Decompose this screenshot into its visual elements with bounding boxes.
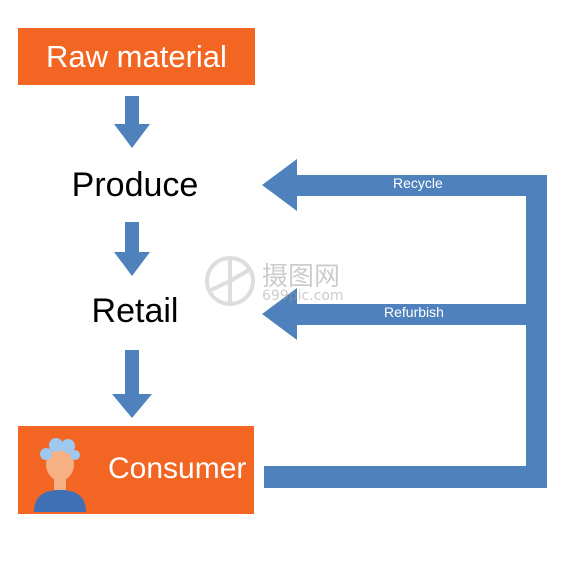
watermark-logo-icon: [205, 256, 255, 306]
refurbish-label: Refurbish: [384, 304, 444, 320]
watermark-brand: 摄图网: [262, 262, 341, 292]
raw-material-box: Raw material: [18, 28, 255, 85]
consumer-label: Consumer: [108, 452, 247, 485]
watermark-site: 699pic.com: [262, 288, 344, 304]
arrow-retail-to-consumer: [112, 350, 152, 418]
consumer-avatar-icon: [34, 438, 86, 512]
consumer-box: Consumer: [18, 426, 254, 514]
loop-return-path: [264, 175, 547, 488]
raw-material-label: Raw material: [46, 38, 227, 74]
arrow-produce-to-retail: [114, 222, 150, 276]
retail-label: Retail: [91, 292, 179, 330]
produce-label: Produce: [71, 166, 199, 204]
arrow-raw-to-produce: [114, 96, 150, 148]
recycle-label: Recycle: [393, 175, 443, 191]
